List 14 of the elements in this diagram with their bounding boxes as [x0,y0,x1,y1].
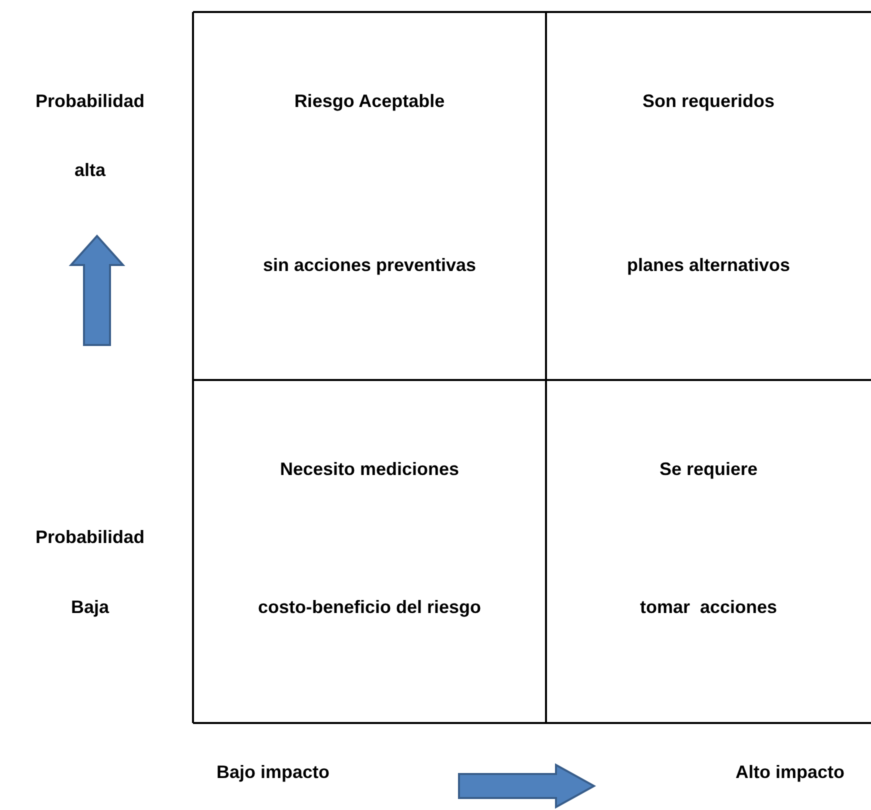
axis-label: Bajo impacto [216,763,330,781]
axis-label: alta [74,161,106,179]
cell-text: sin acciones preventivas [262,256,476,274]
cell-text: Son requeridos [642,92,775,110]
axis-label: Alto impacto [736,763,844,781]
axis-label: Baja [70,598,110,616]
axis-label: Probabilidad [36,92,144,110]
cell-text: tomar acciones [640,598,778,616]
cell-text: Necesito mediciones [280,460,460,478]
cell-text: costo-beneficio del riesgo [258,598,482,616]
cell-text: planes alternativos [626,256,790,274]
axis-label: Probabilidad [36,528,144,546]
cell-text: Se requiere [659,460,758,478]
cell-text: Riesgo Aceptable [294,92,445,110]
